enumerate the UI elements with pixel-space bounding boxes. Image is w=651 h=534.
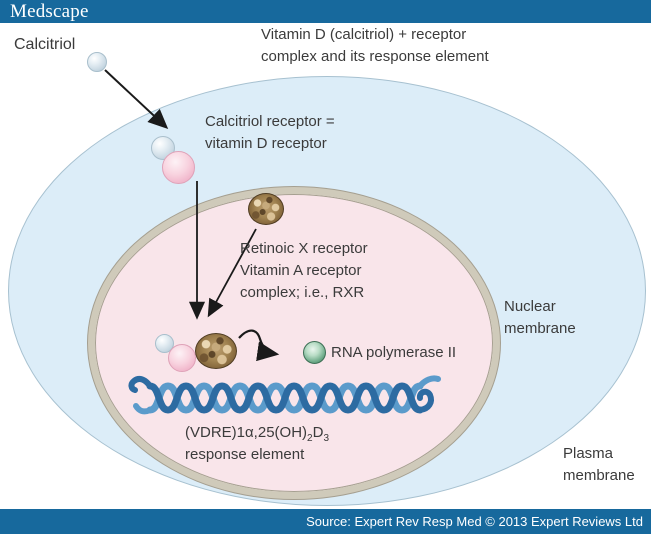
vdre-label-line2: response element bbox=[185, 446, 305, 463]
vdre-d-text: D bbox=[312, 424, 324, 441]
complex-calcitriol-sphere bbox=[155, 334, 174, 353]
plasma-membrane-label-line2: membrane bbox=[563, 467, 635, 484]
receptor-label-line2: vitamin D receptor bbox=[205, 135, 327, 152]
nuclear-membrane-label-line2: membrane bbox=[504, 320, 576, 337]
vdre-label-line1: (VDRE)1α,25(OH)2D3 bbox=[185, 424, 329, 444]
vitamin-d-receptor-sphere bbox=[162, 151, 195, 184]
top-brand-bar: Medscape bbox=[0, 0, 651, 23]
calcitriol-label: Calcitriol bbox=[14, 36, 76, 53]
plasma-membrane-label-line1: Plasma bbox=[563, 445, 614, 462]
vdre-subscript-2: 2 bbox=[307, 433, 313, 444]
dna-double-helix bbox=[128, 375, 441, 415]
complex-rxr-blob bbox=[195, 333, 237, 369]
rxr-label-line3: complex; i.e., RXR bbox=[240, 284, 365, 301]
vdre-subscript-3: 3 bbox=[323, 433, 329, 444]
calcitriol-molecule-sphere bbox=[87, 52, 107, 72]
arrow-calcitriol-entry bbox=[104, 69, 169, 130]
title-line1: Vitamin D (calcitriol) + receptor bbox=[261, 26, 467, 43]
receptor-label-line1: Calcitriol receptor = bbox=[205, 113, 335, 130]
bottom-source-bar: Source: Expert Rev Resp Med © 2013 Exper… bbox=[0, 509, 651, 534]
rxr-receptor-blob bbox=[248, 193, 284, 225]
rxr-label-line2: Vitamin A receptor bbox=[240, 262, 362, 279]
title-line2: complex and its response element bbox=[261, 48, 489, 65]
source-attribution-text: Source: Expert Rev Resp Med © 2013 Exper… bbox=[306, 514, 643, 529]
arrow-curved-to-rna-polymerase bbox=[238, 329, 280, 362]
nuclear-membrane-nucleus-ellipse bbox=[88, 187, 500, 499]
rxr-label-line1: Retinoic X receptor bbox=[240, 240, 368, 257]
vdre-text: (VDRE)1α,25(OH) bbox=[185, 424, 308, 441]
complex-receptor-sphere bbox=[168, 344, 196, 372]
medscape-logo: Medscape bbox=[10, 1, 89, 22]
rna-polymerase-label: RNA polymerase II bbox=[331, 344, 457, 361]
arrow-rxr-to-complex bbox=[207, 228, 257, 318]
nuclear-membrane-label-line1: Nuclear bbox=[504, 298, 556, 315]
rna-polymerase-sphere bbox=[303, 341, 326, 364]
